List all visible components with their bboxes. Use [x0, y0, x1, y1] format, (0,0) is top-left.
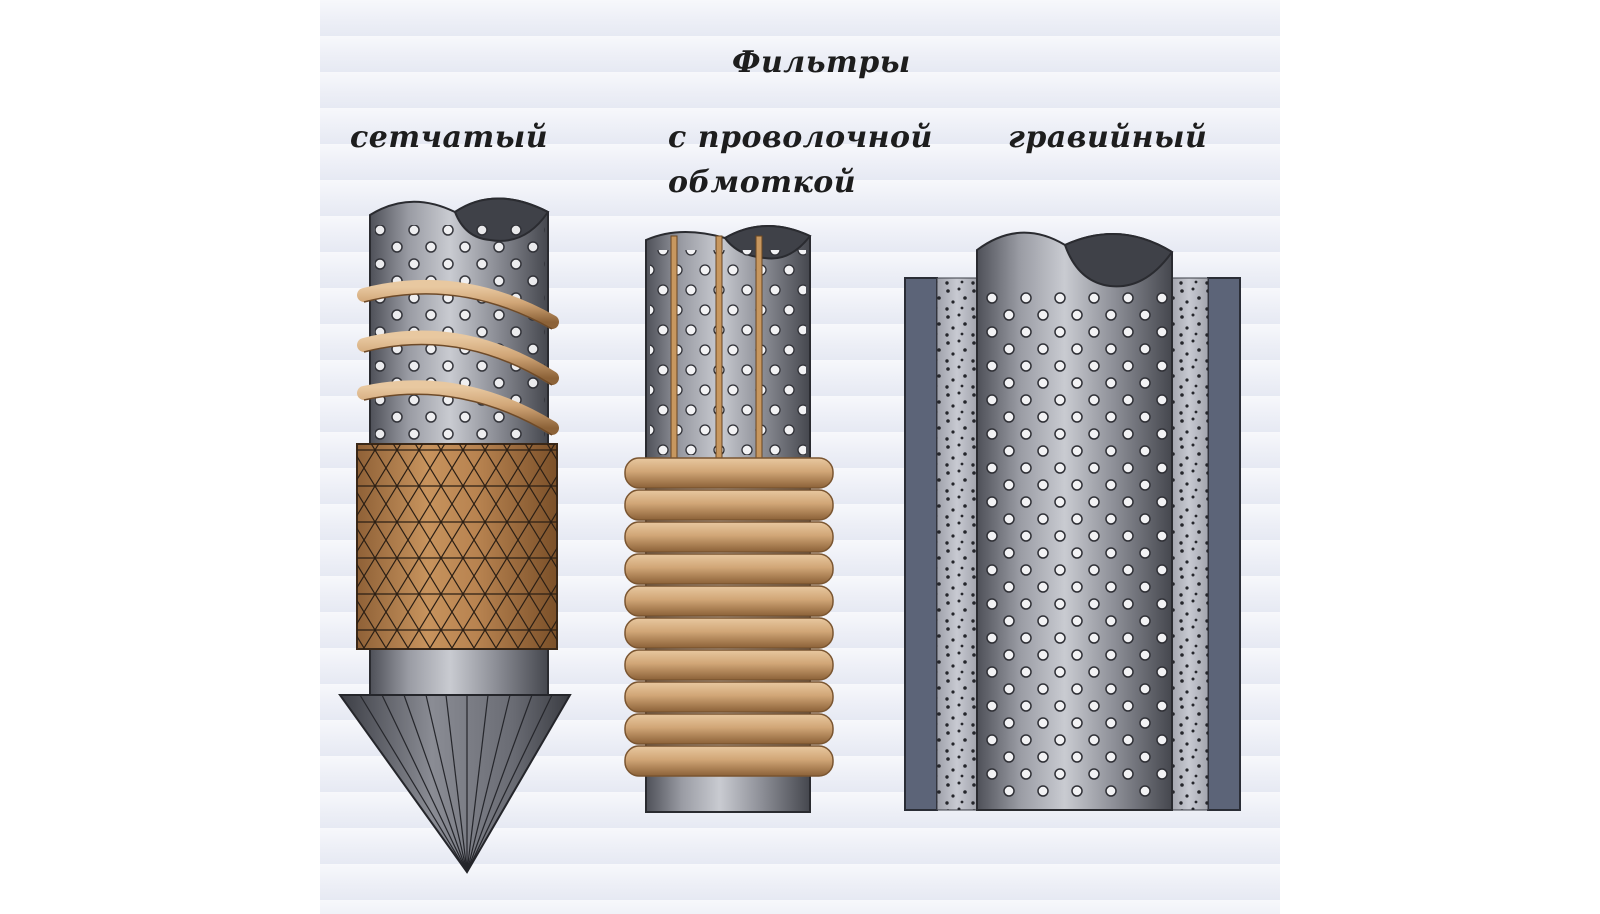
- diagram-title: Фильтры: [732, 45, 911, 80]
- mesh-filter-label: сетчатый: [350, 120, 549, 155]
- diagram-panel: Фильтры сетчатый с проволочной обмоткой …: [320, 0, 1280, 914]
- mesh-filter-coils: [357, 279, 559, 435]
- wire-filter-label-line-1: с проволочной: [668, 120, 933, 155]
- gravel-outer-casing-right: [1207, 277, 1241, 811]
- filters-illustration: [338, 197, 1241, 874]
- gravel-filter: [904, 231, 1241, 811]
- wire-wraps: [624, 457, 834, 777]
- wire-wrapped-filter: [624, 225, 834, 813]
- gravel-outer-casing-left: [904, 277, 938, 811]
- mesh-filter: [338, 197, 572, 874]
- wire-filter-label-line-2: обмоткой: [668, 165, 857, 200]
- mesh-filter-cone-tip: [338, 694, 572, 874]
- gravel-filter-label: гравийный: [1008, 120, 1208, 155]
- gravel-filter-pipe-opening: [1063, 233, 1174, 288]
